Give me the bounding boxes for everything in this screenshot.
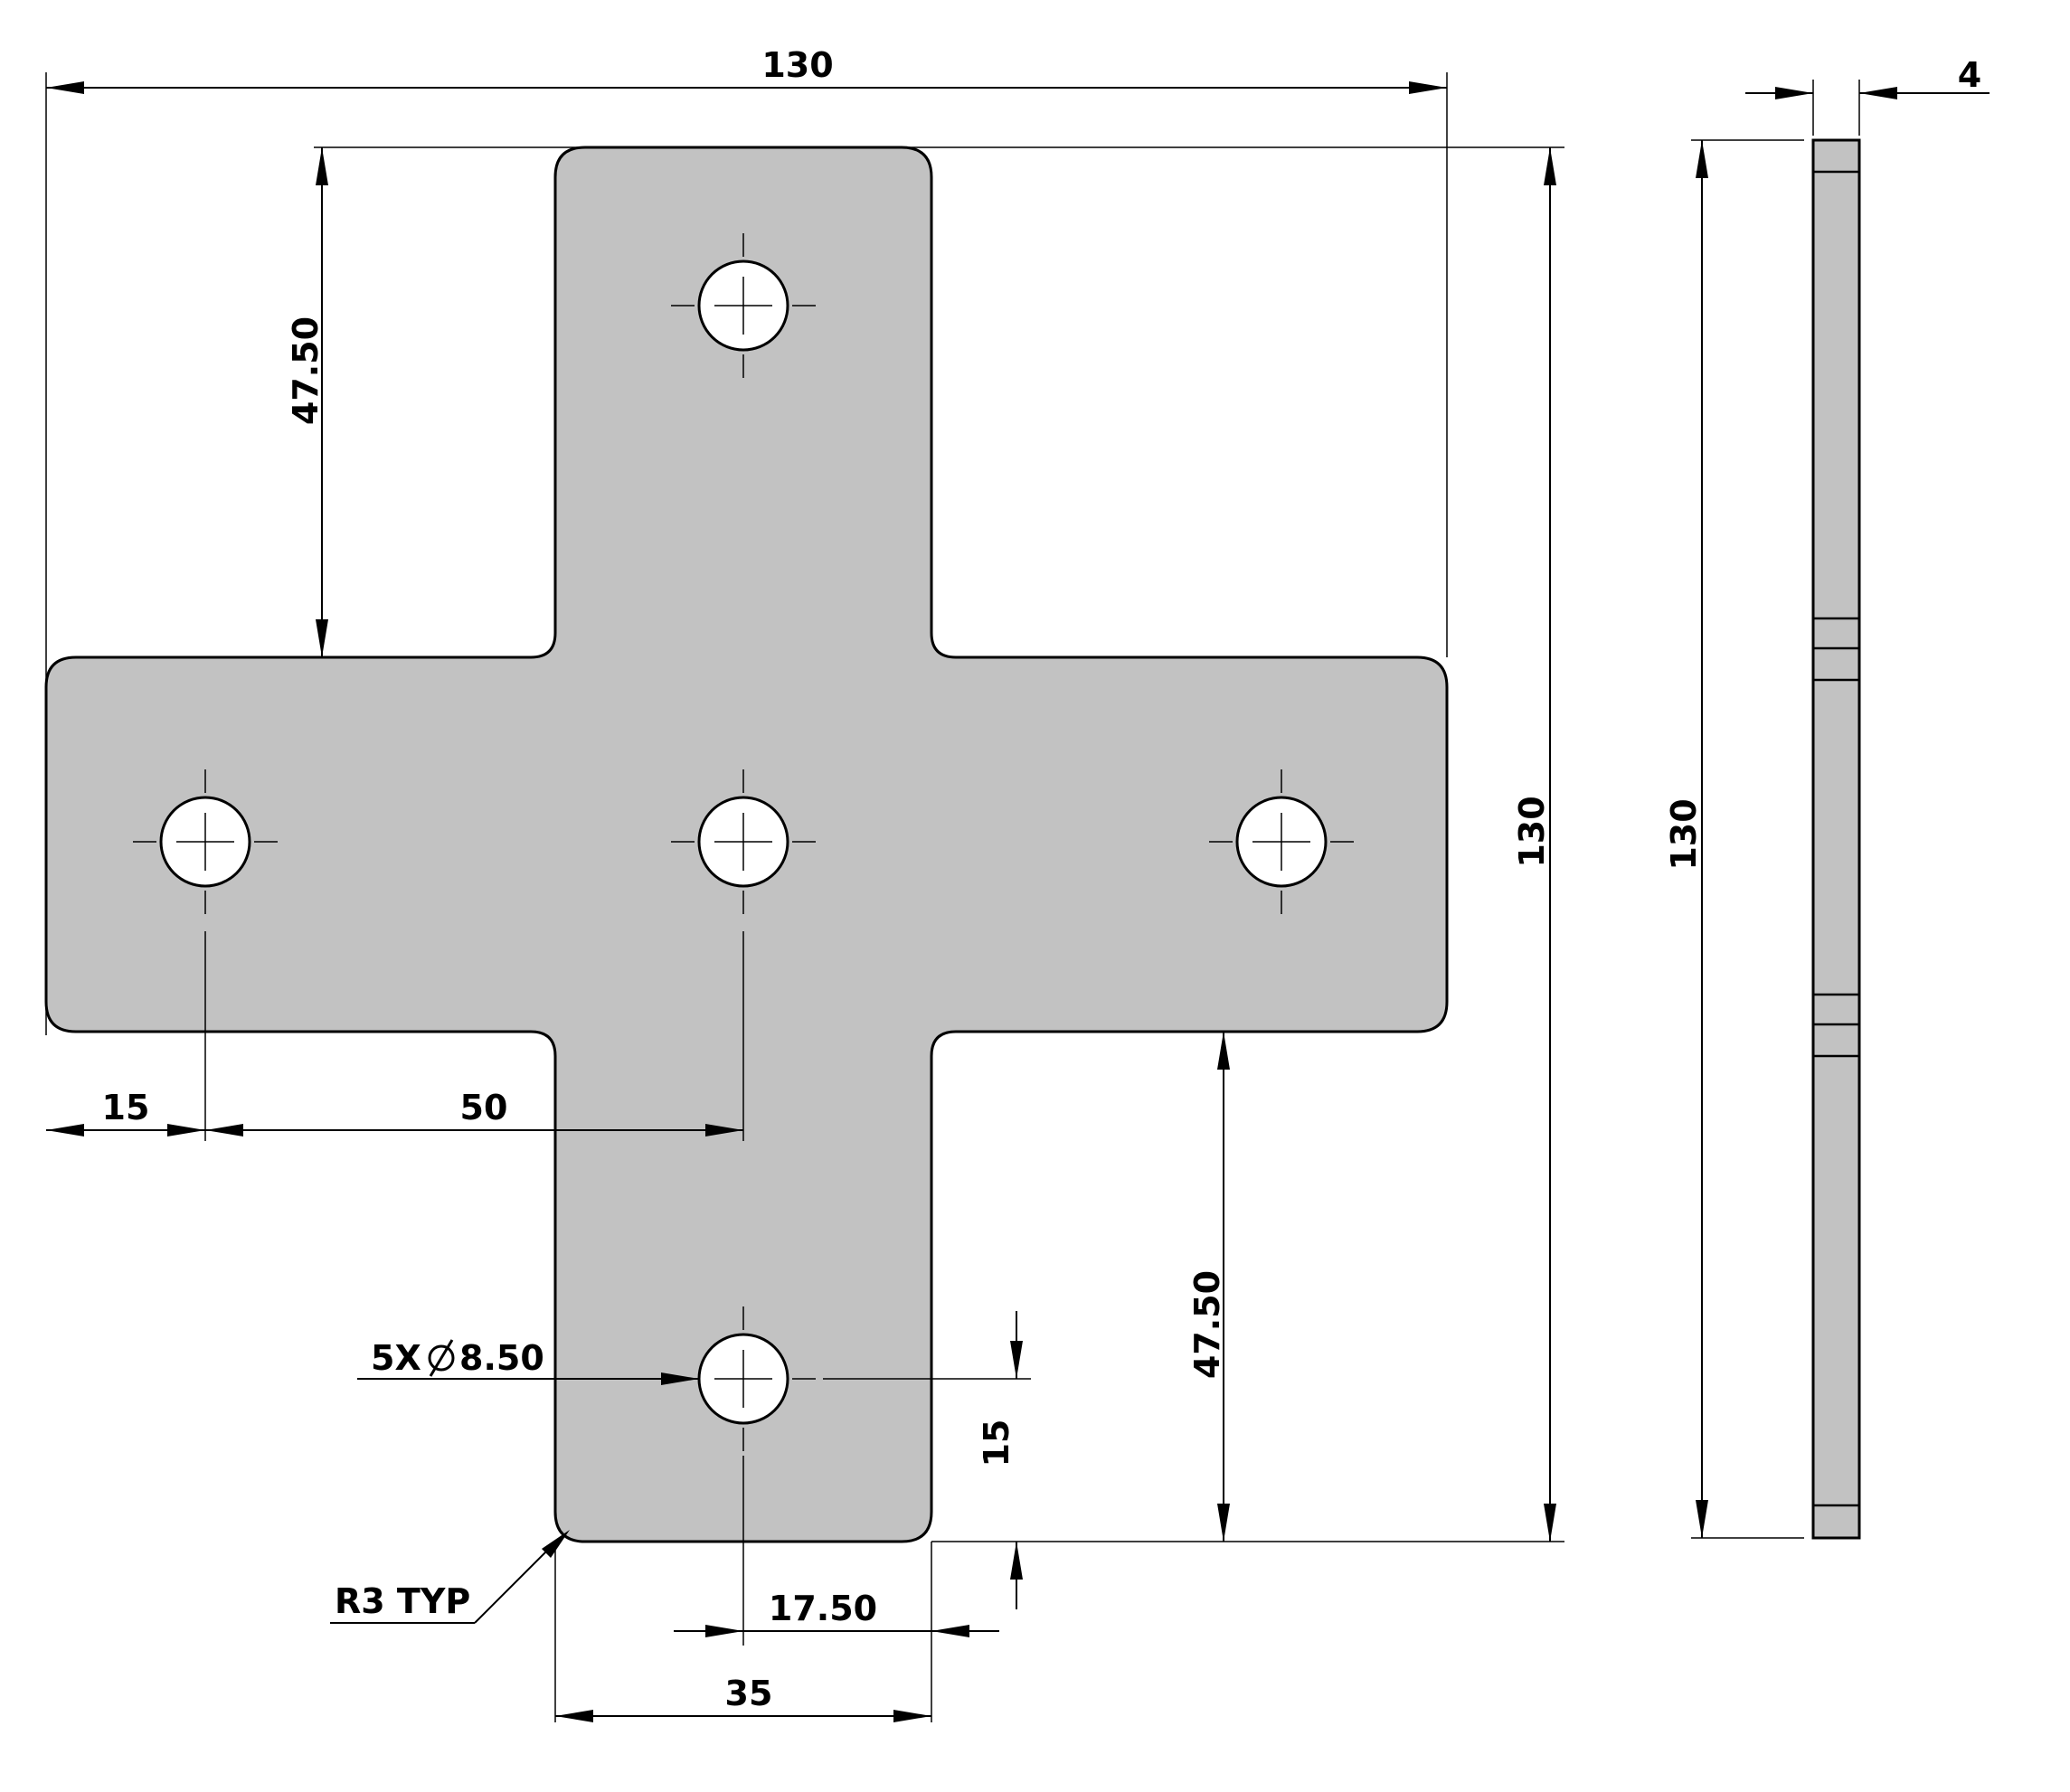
dim-hole-diameter: 5X 8.50 xyxy=(357,1338,699,1385)
dim-text-overall-width: 130 xyxy=(761,45,833,85)
dim-half-arm-width: 17.50 xyxy=(674,1456,999,1722)
diameter-symbol-icon xyxy=(428,1339,455,1377)
dim-text-hole-spacing: 50 xyxy=(460,1088,508,1127)
dim-text-side-height: 130 xyxy=(1664,798,1704,870)
hole-left xyxy=(133,769,278,914)
dim-text-overall-height: 130 xyxy=(1512,796,1552,867)
dim-text-hole-callout: 5X xyxy=(371,1338,421,1378)
dim-text-top-arm-height: 47.50 xyxy=(286,316,326,425)
dim-text-bottom-arm-height: 47.50 xyxy=(1187,1270,1227,1379)
dim-overall-height: 130 xyxy=(931,147,1564,1542)
dim-overall-width: 130 xyxy=(45,45,1448,1035)
hole-top xyxy=(671,233,816,378)
hole-center xyxy=(671,769,816,914)
dim-thickness: 4 xyxy=(1745,55,1990,136)
dim-side-height: 130 xyxy=(1664,139,1804,1539)
hole-right xyxy=(1209,769,1354,914)
dim-text-hole-diameter: 8.50 xyxy=(459,1338,544,1378)
dim-text-arm-width: 35 xyxy=(725,1674,773,1713)
dim-text-hole-edge-offset: 15 xyxy=(102,1088,150,1127)
plate-side-view xyxy=(1811,138,1861,1540)
dim-text-thickness: 4 xyxy=(1958,55,1981,95)
dim-arm-width: 35 xyxy=(554,1542,931,1722)
radius-note: R3 TYP xyxy=(330,1530,570,1624)
dim-bottom-arm-height: 47.50 xyxy=(1187,1032,1230,1542)
dim-text-bottom-hole-offset: 15 xyxy=(977,1419,1016,1467)
dim-text-radius-note: R3 TYP xyxy=(335,1581,470,1621)
dim-top-arm-height: 47.50 xyxy=(286,146,1564,657)
dim-hole-positions: 15 50 xyxy=(46,931,744,1141)
dim-text-half-arm-width: 17.50 xyxy=(769,1589,877,1628)
dim-bottom-hole-offset: 15 xyxy=(823,1311,1031,1609)
